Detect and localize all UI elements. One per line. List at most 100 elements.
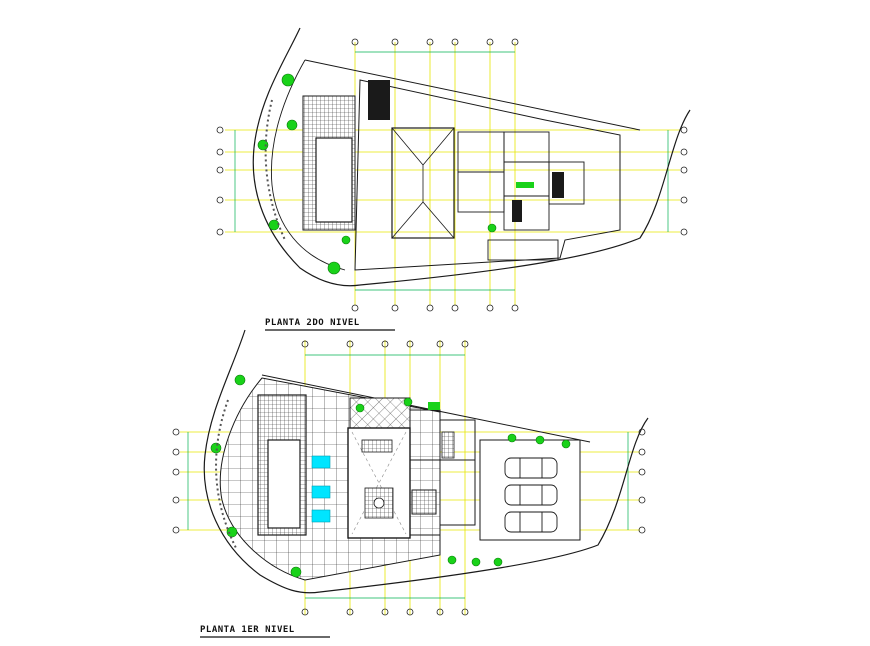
tree-icon bbox=[234, 374, 246, 386]
tree-icon bbox=[535, 435, 545, 445]
axis-bubble-icon bbox=[391, 304, 399, 312]
lower-dining-table bbox=[373, 497, 385, 509]
axis-bubble-icon bbox=[451, 304, 459, 312]
axis-bubble-icon bbox=[381, 340, 389, 348]
tree-icon bbox=[327, 261, 341, 275]
axis-bubble-icon bbox=[172, 526, 180, 534]
tree-icon bbox=[471, 557, 481, 567]
tree-icon bbox=[257, 139, 269, 151]
upper-site-boundary-inner bbox=[270, 59, 346, 271]
axis-bubble-icon bbox=[638, 496, 646, 504]
axis-bubble-icon bbox=[216, 196, 224, 204]
tree-icon bbox=[341, 235, 351, 245]
axis-bubble-icon bbox=[346, 340, 354, 348]
axis-bubble-icon bbox=[486, 38, 494, 46]
lower-pool bbox=[267, 439, 301, 529]
upper-garden-edge bbox=[264, 99, 286, 241]
tree-icon bbox=[403, 397, 413, 407]
axis-bubble-icon bbox=[172, 448, 180, 456]
axis-bubble-icon bbox=[346, 608, 354, 616]
lower-garden-edge bbox=[215, 399, 237, 549]
axis-bubble-icon bbox=[511, 38, 519, 46]
tree-icon bbox=[355, 403, 365, 413]
axis-bubble-icon bbox=[680, 196, 688, 204]
axis-bubble-icon bbox=[461, 340, 469, 348]
lower-axis-bubbles bbox=[172, 340, 646, 616]
axis-bubble-icon bbox=[426, 304, 434, 312]
axis-bubble-icon bbox=[638, 526, 646, 534]
lower-living-dashes bbox=[351, 431, 407, 535]
upper-stair-green bbox=[516, 182, 534, 188]
axis-bubble-icon bbox=[301, 340, 309, 348]
axis-bubble-icon bbox=[216, 148, 224, 156]
upper-pool bbox=[315, 137, 353, 223]
upper-roof bbox=[391, 127, 455, 239]
tree-icon bbox=[561, 439, 571, 449]
axis-bubble-icon bbox=[216, 228, 224, 236]
axis-bubble-icon bbox=[638, 428, 646, 436]
upper-site-boundary-east bbox=[359, 109, 691, 286]
lower-stair bbox=[361, 439, 393, 453]
axis-bubble-icon bbox=[436, 608, 444, 616]
axis-bubble-icon bbox=[406, 608, 414, 616]
upper-stair-black bbox=[552, 172, 564, 198]
axis-bubble-icon bbox=[426, 38, 434, 46]
lower-north-edge bbox=[261, 374, 591, 443]
upper-building-outline bbox=[354, 79, 621, 271]
tree-icon bbox=[226, 526, 238, 538]
axis-bubble-icon bbox=[406, 340, 414, 348]
axis-bubble-icon bbox=[436, 340, 444, 348]
lower-service-rooms bbox=[409, 409, 476, 536]
tree-icon bbox=[507, 433, 517, 443]
upper-dimension-lines bbox=[234, 51, 669, 291]
car-icon bbox=[504, 511, 558, 533]
upper-trees bbox=[257, 73, 497, 275]
axis-bubble-icon bbox=[216, 166, 224, 174]
axis-bubble-icon bbox=[351, 38, 359, 46]
tree-icon bbox=[210, 442, 222, 454]
tree-icon bbox=[290, 566, 302, 578]
upper-stair-black-2 bbox=[512, 200, 522, 222]
axis-bubble-icon bbox=[680, 228, 688, 236]
axis-bubble-icon bbox=[172, 428, 180, 436]
axis-bubble-icon bbox=[172, 496, 180, 504]
upper-axis-bubbles bbox=[216, 38, 688, 312]
tree-icon bbox=[447, 555, 457, 565]
axis-bubble-icon bbox=[451, 38, 459, 46]
lower-garage bbox=[479, 439, 581, 541]
plan-title-upper: PLANTA 2DO NIVEL bbox=[265, 318, 360, 328]
car-icon bbox=[504, 484, 558, 506]
lower-dimension-lines bbox=[187, 354, 629, 599]
axis-bubble-icon bbox=[301, 608, 309, 616]
car-icon bbox=[504, 457, 558, 479]
lower-diag-area bbox=[349, 397, 411, 429]
upper-service-core bbox=[457, 131, 585, 261]
axis-bubble-icon bbox=[680, 166, 688, 174]
axis-bubble-icon bbox=[381, 608, 389, 616]
plan-title-lower: PLANTA 1ER NIVEL bbox=[200, 625, 295, 635]
lower-trees bbox=[210, 374, 571, 578]
tree-icon bbox=[487, 223, 497, 233]
lower-lounge-chairs bbox=[311, 455, 331, 523]
axis-bubble-icon bbox=[172, 468, 180, 476]
upper-north-edge bbox=[304, 59, 641, 131]
axis-bubble-icon bbox=[461, 608, 469, 616]
tree-icon bbox=[281, 73, 295, 87]
axis-bubble-icon bbox=[680, 148, 688, 156]
tree-icon bbox=[268, 219, 280, 231]
axis-bubble-icon bbox=[638, 448, 646, 456]
axis-bubble-icon bbox=[486, 304, 494, 312]
axis-bubble-icon bbox=[680, 126, 688, 134]
axis-bubble-icon bbox=[391, 38, 399, 46]
upper-stair-hatch bbox=[368, 80, 390, 120]
upper-roof-hip-lines bbox=[391, 127, 455, 239]
axis-bubble-icon bbox=[511, 304, 519, 312]
axis-bubble-icon bbox=[216, 126, 224, 134]
axis-bubble-icon bbox=[351, 304, 359, 312]
tree-icon bbox=[493, 557, 503, 567]
lower-dining-set bbox=[364, 487, 394, 519]
axis-bubble-icon bbox=[638, 468, 646, 476]
lower-parking-cars bbox=[504, 457, 558, 533]
lower-site-boundary-east bbox=[319, 417, 649, 593]
